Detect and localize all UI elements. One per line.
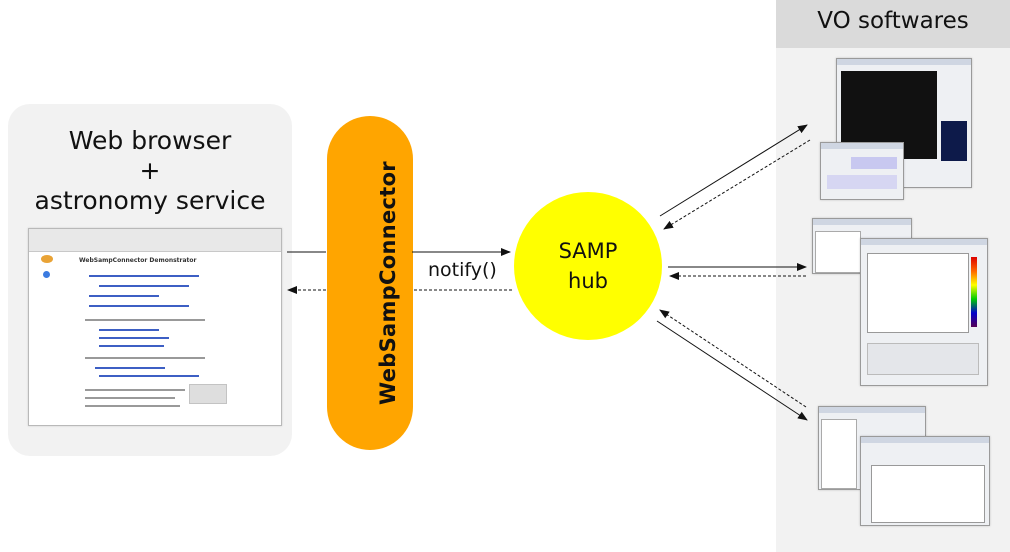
vo-app-spectrum-plot	[860, 436, 990, 526]
window-titlebar	[861, 437, 989, 443]
screenshot-text	[85, 397, 175, 399]
scatter-plot	[867, 253, 969, 333]
samp-hub-circle: SAMP hub	[514, 192, 662, 340]
screenshot-link	[89, 275, 199, 277]
browser-title-line-3: astronomy service	[34, 186, 266, 215]
browser-panel-title: Web browser + astronomy service	[8, 126, 292, 216]
browser-panel: Web browser + astronomy service WebSampC…	[8, 104, 292, 456]
window-titlebar	[819, 407, 925, 413]
spectrum-viewer-to-hub-arrow	[659, 309, 807, 408]
vo-app-plot-window	[860, 238, 988, 386]
hub-label-line-1: SAMP	[558, 239, 618, 263]
browser-title-line-2: +	[139, 156, 161, 185]
sky-thumbnail	[941, 121, 967, 161]
window-titlebar	[837, 59, 971, 65]
vo-panel-title: VO softwares	[817, 8, 969, 34]
screenshot-link	[99, 337, 169, 339]
table-list	[815, 231, 861, 273]
browser-screenshot: WebSampConnector Demonstrator	[28, 228, 282, 426]
screenshot-link	[95, 367, 165, 369]
vo-app-dialog	[820, 142, 904, 200]
service-logo-icon	[41, 255, 53, 263]
screenshot-text	[85, 357, 205, 359]
image-viewer-to-hub-arrow	[663, 139, 811, 230]
hub-to-image-viewer-arrow	[659, 124, 808, 217]
screenshot-link	[89, 305, 189, 307]
spectrum-plot	[871, 465, 985, 523]
browser-toolbar	[29, 229, 281, 252]
vo-panel-header	[776, 0, 1010, 48]
window-titlebar	[821, 143, 903, 149]
browser-title-line-1: Web browser	[68, 126, 232, 155]
spectrum-list	[821, 419, 857, 489]
screenshot-text	[85, 319, 205, 321]
dialog-field	[851, 157, 897, 169]
info-icon	[43, 271, 50, 278]
screenshot-text	[85, 405, 180, 407]
plot-controls	[867, 343, 979, 375]
screenshot-link	[99, 345, 164, 347]
screenshot-link	[99, 329, 159, 331]
screenshot-text	[85, 389, 185, 391]
window-titlebar	[861, 239, 987, 245]
screenshot-heading: WebSampConnector Demonstrator	[79, 257, 197, 264]
screenshot-image-placeholder	[189, 384, 227, 404]
window-titlebar	[813, 219, 911, 225]
screenshot-link	[99, 375, 199, 377]
websampconnector-pill: WebSampConnector	[327, 116, 413, 450]
dialog-field	[827, 175, 897, 189]
screenshot-link	[89, 295, 159, 297]
color-scale	[971, 257, 977, 327]
screenshot-link	[99, 285, 189, 287]
hub-label: SAMP hub	[514, 236, 662, 296]
hub-label-line-2: hub	[568, 269, 608, 293]
hub-to-spectrum-viewer-arrow	[656, 320, 808, 421]
notify-label: notify()	[428, 259, 497, 281]
